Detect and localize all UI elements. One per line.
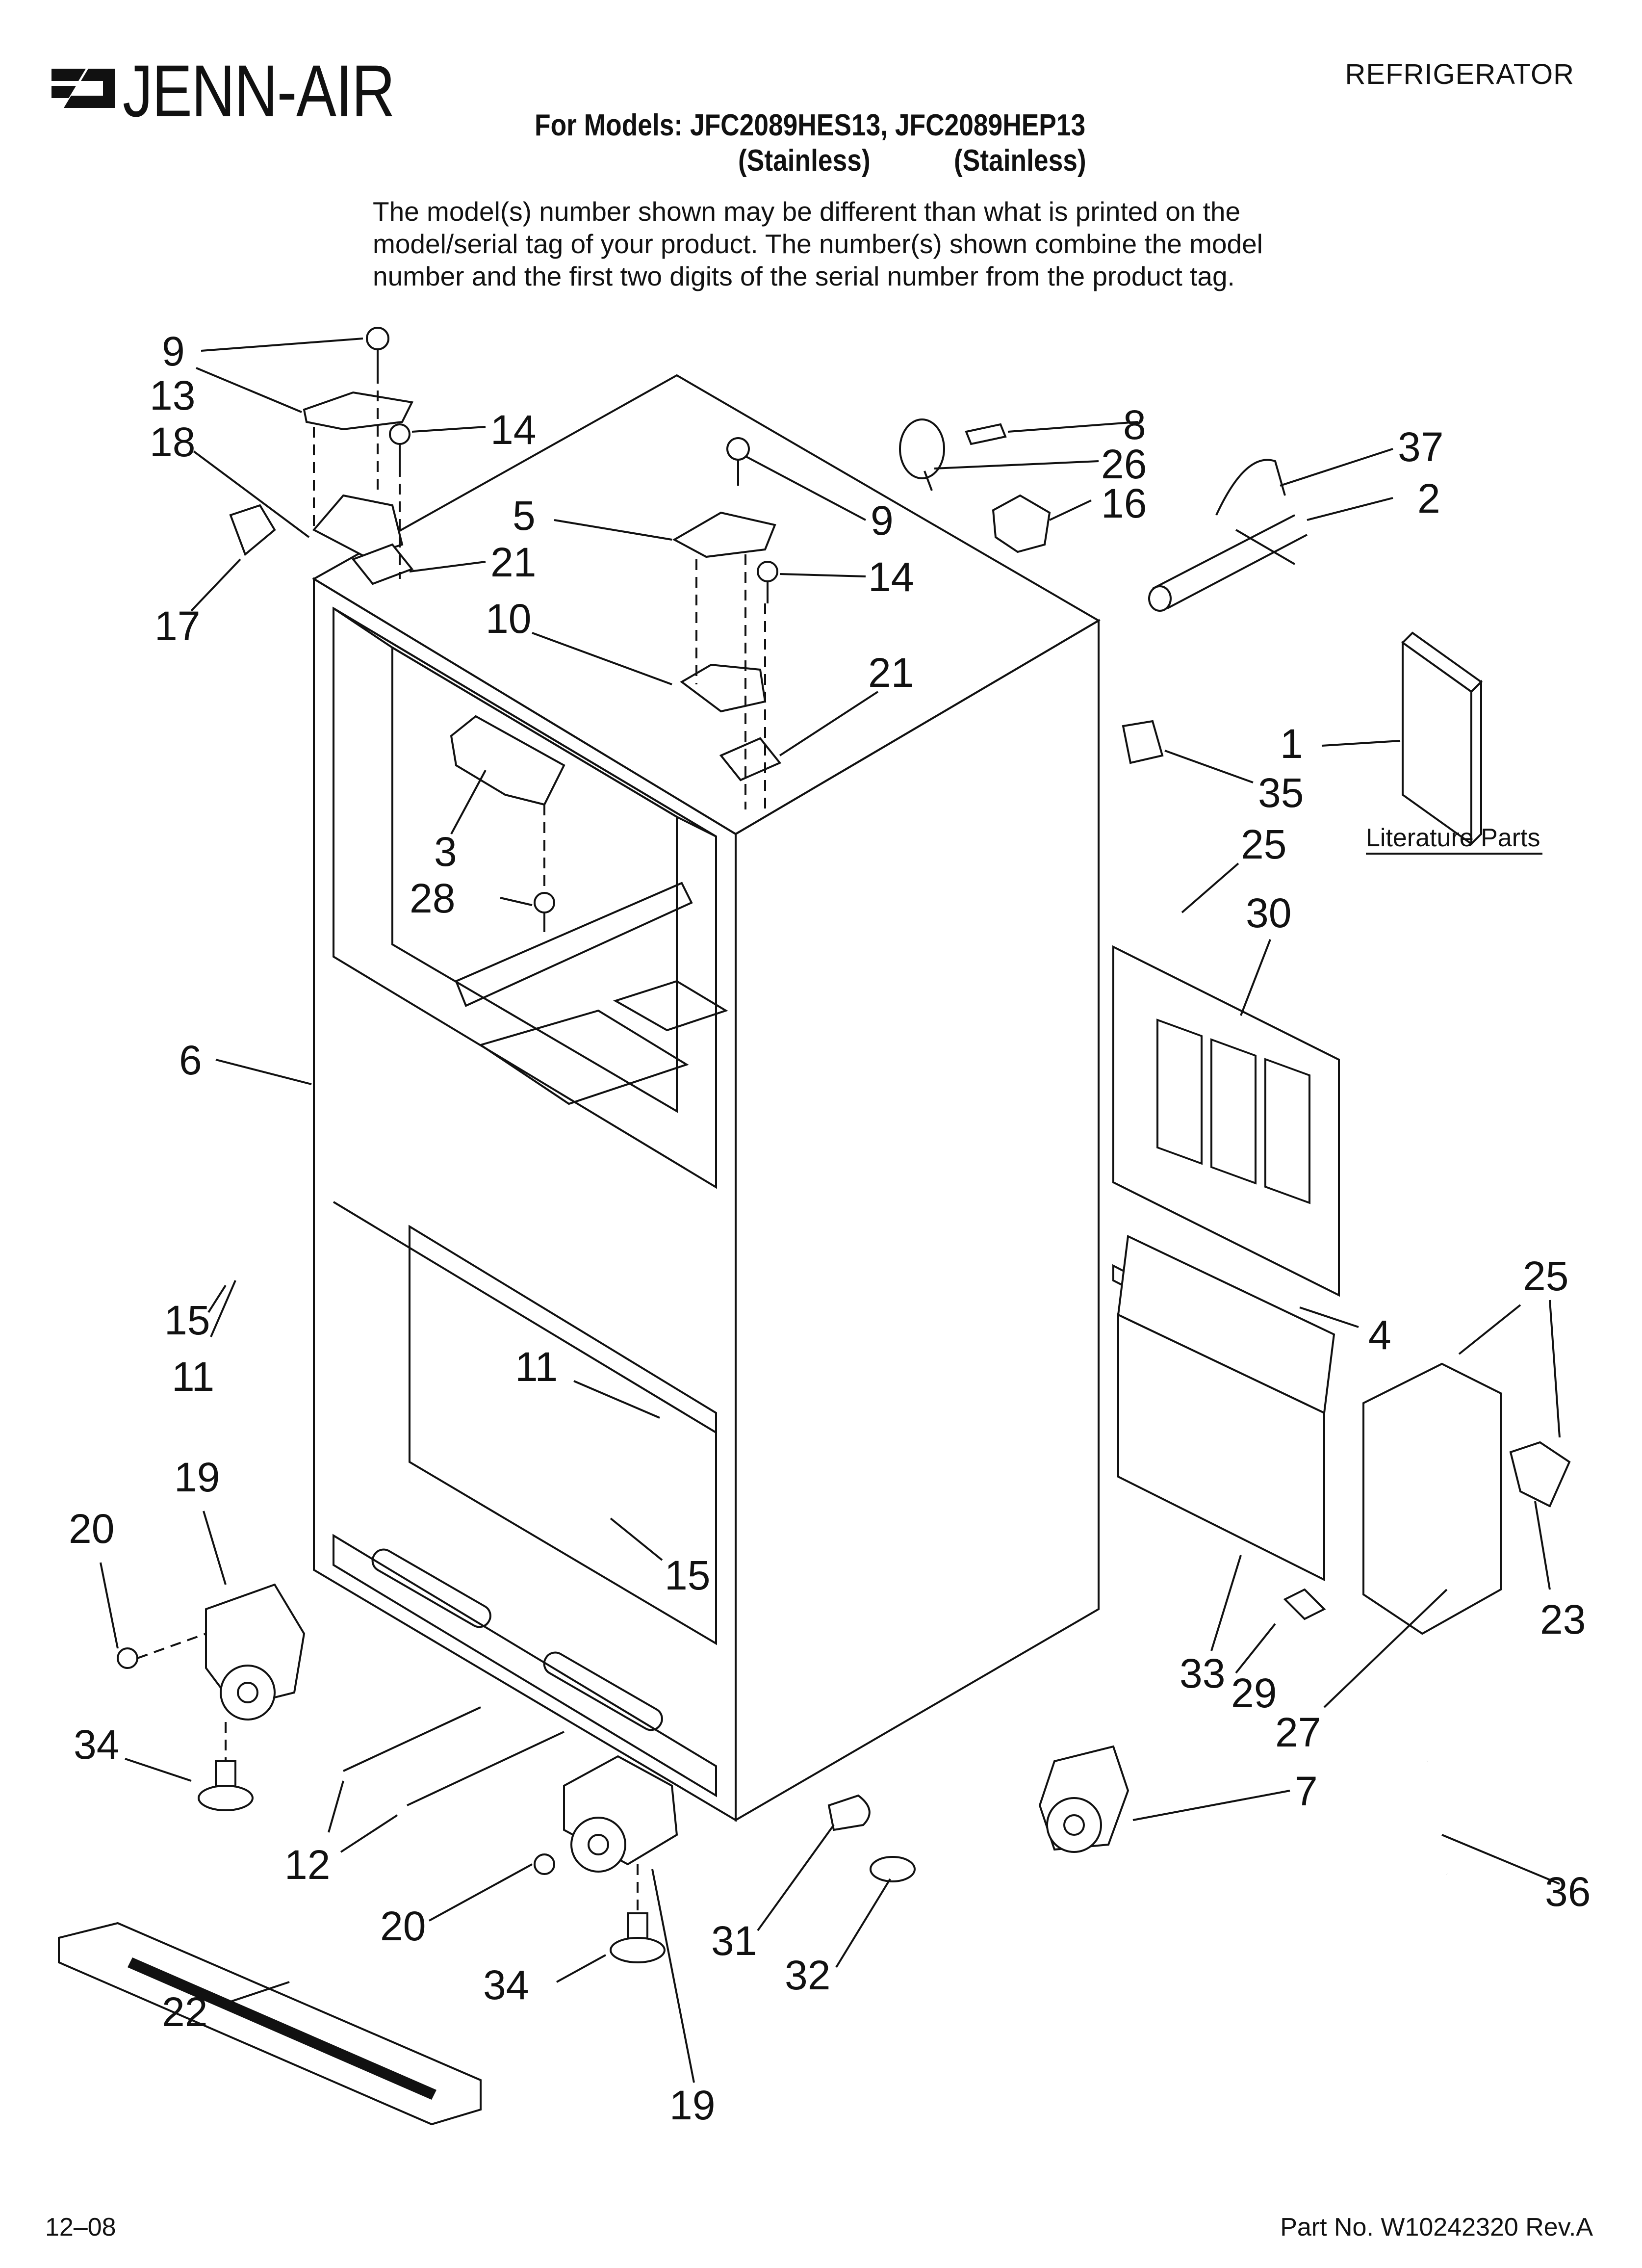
callout-number: 13 <box>150 372 195 418</box>
notice-line: The model(s) number shown may be differe… <box>373 196 1241 227</box>
brand-wordmark: JENN-AIR <box>123 50 395 132</box>
callout-number: 11 <box>172 1354 214 1400</box>
model-number-notice: The model(s) number shown may be differe… <box>373 195 1354 292</box>
callout-number: 20 <box>69 1506 114 1552</box>
part-number: Part No. W10242320 Rev.A <box>1280 2213 1593 2242</box>
callout-number: 19 <box>174 1454 220 1500</box>
callout-number: 34 <box>74 1721 119 1768</box>
callout-number: 4 <box>1368 1312 1391 1358</box>
callout-number: 31 <box>711 1918 757 1964</box>
callout-number: 36 <box>1545 1869 1591 1915</box>
notice-line: model/serial tag of your product. The nu… <box>373 229 1263 259</box>
long-screws <box>343 1706 564 1806</box>
callout-number: 30 <box>1246 890 1291 936</box>
tube-part-2 <box>1148 459 1308 612</box>
callout-number: 11 <box>515 1344 558 1390</box>
control-box <box>1283 1362 1571 1635</box>
callout-number: 15 <box>665 1552 710 1598</box>
literature-parts <box>1122 631 1483 846</box>
callout-number: 20 <box>380 1903 426 1949</box>
callout-number: 6 <box>179 1037 202 1083</box>
callout-number: 12 <box>284 1842 330 1888</box>
parts-8-26-16 <box>899 418 1051 553</box>
revision-date: 12–08 <box>45 2213 116 2242</box>
callout-number: 33 <box>1180 1650 1225 1696</box>
front-roller-right <box>534 1755 678 1963</box>
callout-number: 29 <box>1231 1670 1277 1716</box>
callout-number: 25 <box>1523 1253 1568 1299</box>
callout-number: 23 <box>1540 1596 1586 1642</box>
callout-number: 26 <box>1101 441 1147 487</box>
callout-number: 14 <box>490 407 536 453</box>
callout-number: 18 <box>150 419 195 465</box>
model-variant-2: (Stainless) <box>954 144 1086 178</box>
rear-grille-panel <box>1112 945 1340 1297</box>
callout-numbers: 9 13 14 18 5 9 14 17 21 10 21 3 28 8 26 … <box>69 328 1591 2128</box>
callout-number: 32 <box>785 1952 830 1998</box>
callout-number: 3 <box>434 829 457 875</box>
literature-parts-label: Literature Parts <box>1366 824 1540 852</box>
refrigerator-cabinet <box>312 374 1101 1822</box>
callout-number: 28 <box>410 875 455 921</box>
callout-number: 9 <box>162 328 185 374</box>
callout-leaders <box>100 338 1561 2083</box>
rear-roller <box>1038 1745 1129 1853</box>
callout-number: 16 <box>1101 480 1147 526</box>
callout-number: 14 <box>868 554 914 600</box>
kick-panel <box>1112 1235 1335 1582</box>
callout-number: 10 <box>486 596 531 642</box>
callout-number: 7 <box>1295 1768 1318 1814</box>
callout-number: 1 <box>1280 721 1303 767</box>
callout-number: 35 <box>1258 770 1304 816</box>
callout-number: 34 <box>483 1962 529 2008</box>
notice-line: number and the first two digits of the s… <box>373 261 1235 291</box>
callout-number: 17 <box>154 603 200 649</box>
callout-number: 21 <box>490 539 536 585</box>
drain-hose <box>1413 1759 1451 1877</box>
callout-number: 37 <box>1398 424 1443 470</box>
callout-number: 22 <box>162 1989 207 2035</box>
hinge-top-center <box>672 437 782 809</box>
callout-number: 15 <box>164 1297 210 1343</box>
bracket-part-3 <box>450 715 565 932</box>
callout-number: 8 <box>1123 402 1146 448</box>
callout-number: 9 <box>871 497 894 544</box>
brand-logo-mark-icon <box>51 69 115 108</box>
models-heading: For Models: JFC2089HES13, JFC2089HEP13 <box>535 108 1086 142</box>
callout-number: 25 <box>1241 821 1286 867</box>
front-roller-left <box>117 1583 306 1811</box>
base-grille <box>58 1922 482 2126</box>
callout-number: 5 <box>513 493 536 539</box>
callout-number: 21 <box>868 650 914 696</box>
callout-number: 19 <box>669 2082 715 2128</box>
clips-31-32 <box>827 1794 916 1882</box>
product-category: REFRIGERATOR <box>1345 58 1574 90</box>
hinge-top-left <box>229 327 414 585</box>
callout-number: 27 <box>1275 1709 1321 1755</box>
callout-number: 2 <box>1417 475 1440 521</box>
model-variant-1: (Stainless) <box>738 144 871 178</box>
